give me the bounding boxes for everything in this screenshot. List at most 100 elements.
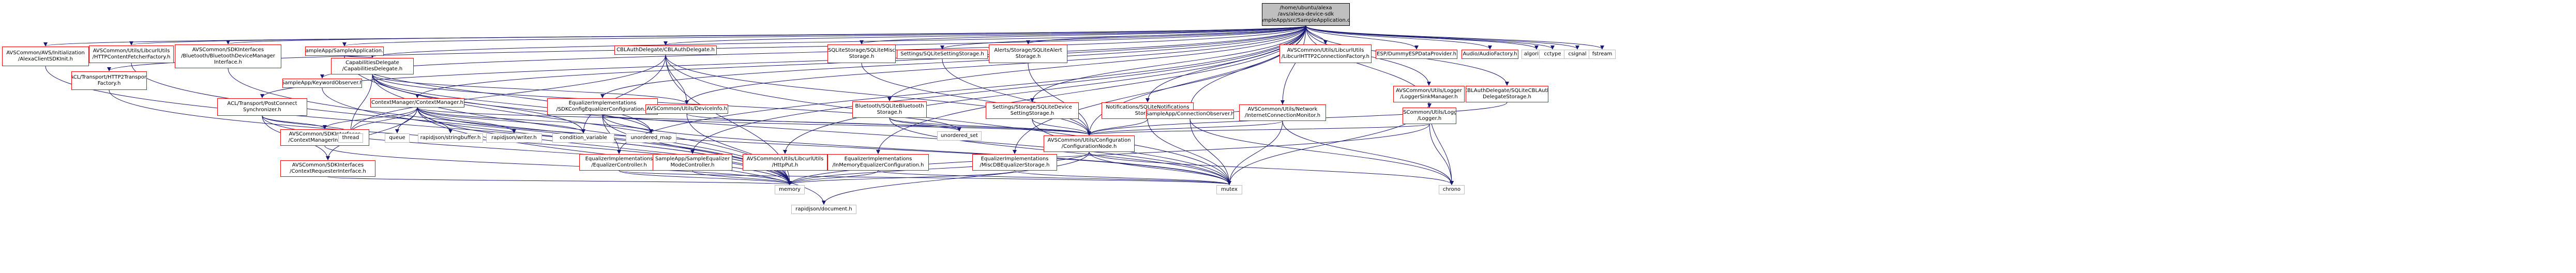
include-node[interactable]: ACL/Transport/HTTP2Transport Factory.h — [71, 71, 147, 90]
include-node: mutex — [1216, 185, 1242, 194]
include-node: condition_variable — [552, 133, 614, 143]
include-edge — [692, 170, 792, 185]
include-node[interactable]: AVSCommon/Utils/LibcurlUtils /LibcurlHTT… — [1279, 44, 1372, 63]
include-node[interactable]: SampleApp/SampleEqualizer ModeController… — [653, 154, 732, 171]
include-node: queue — [385, 133, 410, 143]
include-edge — [940, 25, 1306, 50]
include-edge — [1305, 25, 1604, 50]
include-edge — [878, 170, 1231, 185]
include-edge — [324, 145, 792, 185]
include-node[interactable]: Bluetooth/SQLiteBluetooth Storage.h — [852, 101, 927, 118]
include-edge — [600, 25, 1306, 98]
include-edge — [617, 25, 1306, 154]
include-edge — [581, 54, 666, 133]
include-node[interactable]: AVSCommon/Utils/Logger /LoggerSinkManage… — [1393, 86, 1465, 102]
include-node[interactable]: ACL/Transport/PostConnect Synchronizer.h — [217, 98, 307, 116]
include-edge — [1305, 25, 1328, 44]
include-edge — [665, 54, 1231, 185]
include-node[interactable]: Settings/Storage/SQLiteDevice SettingSto… — [986, 102, 1079, 119]
include-edge — [690, 25, 1306, 154]
include-edge — [664, 25, 1306, 46]
include-edge — [1147, 118, 1231, 185]
include-node[interactable]: CapabilitiesDelegate /CapabilitiesDelega… — [331, 58, 414, 74]
include-edge — [889, 117, 1091, 135]
include-edge — [602, 114, 1231, 185]
include-edge — [1189, 118, 1231, 185]
include-edge — [1087, 124, 1430, 135]
include-node[interactable]: EqualizerImplementations /MiscDBEqualize… — [972, 154, 1057, 171]
include-node: rapidjson/writer.h — [486, 133, 542, 143]
include-edge — [1189, 118, 1454, 185]
include-node[interactable]: CBLAuthDelegate/SQLiteCBLAuth DelegateSt… — [1466, 86, 1548, 102]
include-node: rapidjson/document.h — [791, 205, 856, 214]
include-node[interactable]: Alerts/Storage/SQLiteAlert Storage.h — [989, 44, 1067, 63]
include-node[interactable]: AVSCommon/Utils/LibcurlUtils /HTTPConten… — [89, 46, 174, 63]
include-node[interactable]: SampleApp/ConnectionObserver.h — [1146, 110, 1234, 119]
include-node[interactable]: ESP/DummyESPDataProvider.h — [1376, 50, 1457, 59]
include-node[interactable]: EqualizerImplementations /SDKConfigEqual… — [547, 98, 658, 115]
include-node: unordered_set — [937, 131, 982, 141]
include-edge — [619, 170, 1231, 185]
include-edge — [783, 25, 1306, 154]
include-node[interactable]: AVSCommon/Utils/Configuration /Configura… — [1044, 135, 1135, 152]
include-node[interactable]: AVSCommon/SDKInterfaces /Bluetooth/Bluet… — [175, 44, 281, 68]
include-edge — [1087, 120, 1283, 135]
include-edge — [788, 151, 1090, 185]
include-edge — [887, 25, 1306, 101]
include-node[interactable]: AVSCommon/Utils/DeviceInfo.h — [645, 104, 728, 114]
include-edge — [349, 74, 373, 133]
include-node: csignal — [1564, 50, 1591, 59]
include-edge — [417, 107, 516, 133]
include-edge — [417, 107, 1231, 185]
include-edge — [665, 54, 1091, 135]
include-node[interactable]: AVSCommon/Utils/Logger /Logger.h — [1403, 108, 1456, 124]
include-edge — [1030, 25, 1306, 102]
include-edge — [1429, 124, 1454, 185]
include-edge — [788, 124, 1430, 185]
include-node[interactable]: Audio/AudioFactory.h — [1462, 50, 1518, 59]
include-edge — [262, 115, 792, 185]
include-edge — [349, 107, 418, 133]
include-node[interactable]: SQLiteStorage/SQLiteMisc Storage.h — [827, 44, 896, 63]
include-edge — [1146, 25, 1306, 102]
include-edge — [602, 114, 1091, 135]
include-edge — [1032, 118, 1091, 135]
include-edge — [602, 114, 792, 185]
include-node[interactable]: CBLAuthDelegate/CBLAuthDelegate.h — [614, 46, 717, 55]
include-node[interactable]: AVSCommon/AVS/Initialization /AlexaClien… — [2, 47, 89, 66]
include-node[interactable]: Settings/SQLiteSettingStorage.h — [897, 50, 988, 59]
include-edge — [372, 74, 1231, 185]
include-node[interactable]: ContextManager/ContextManager.h — [370, 98, 464, 108]
include-edge — [1305, 25, 1419, 50]
include-edge — [1227, 120, 1283, 185]
include-edge — [417, 107, 585, 133]
include-edge — [686, 113, 1091, 135]
include-edge — [860, 25, 1306, 44]
include-edge — [822, 151, 1090, 205]
include-node: chrono — [1439, 185, 1465, 194]
include-node[interactable]: SampleApp/KeywordObserver.h — [282, 79, 362, 88]
include-node[interactable]: AVSCommon/Utils/Network /InternetConnect… — [1239, 104, 1326, 121]
include-edge — [372, 74, 961, 131]
include-edge — [262, 115, 327, 129]
include-node[interactable]: SampleApp/SampleApplication.h — [305, 47, 384, 56]
include-node: rapidjson/stringbuffer.h — [418, 133, 483, 143]
include-node[interactable]: EqualizerImplementations /EqualizerContr… — [579, 154, 659, 171]
include-edge — [685, 25, 1306, 104]
include-edge — [861, 63, 1091, 135]
include-node: cctype — [1539, 50, 1566, 59]
include-edge — [372, 74, 653, 133]
include-edge — [1089, 151, 1454, 185]
include-edge — [342, 25, 1306, 47]
include-edge — [1087, 118, 1148, 135]
include-edge — [372, 74, 689, 104]
include-node[interactable]: EqualizerImplementations /InMemoryEquali… — [827, 154, 929, 171]
include-edge — [323, 107, 418, 129]
root-node: /home/ubuntu/alexa /avs/alexa-device-sdk… — [1262, 3, 1350, 26]
include-edge — [417, 107, 653, 133]
include-edge — [1014, 170, 1231, 185]
include-edge — [1281, 25, 1306, 104]
include-node[interactable]: AVSCommon/SDKInterfaces /ContextRequeste… — [280, 160, 375, 177]
include-node[interactable]: AVSCommon/Utils/LibcurlUtils /HttpPut.h — [743, 154, 827, 171]
include-edge — [1305, 25, 1492, 50]
